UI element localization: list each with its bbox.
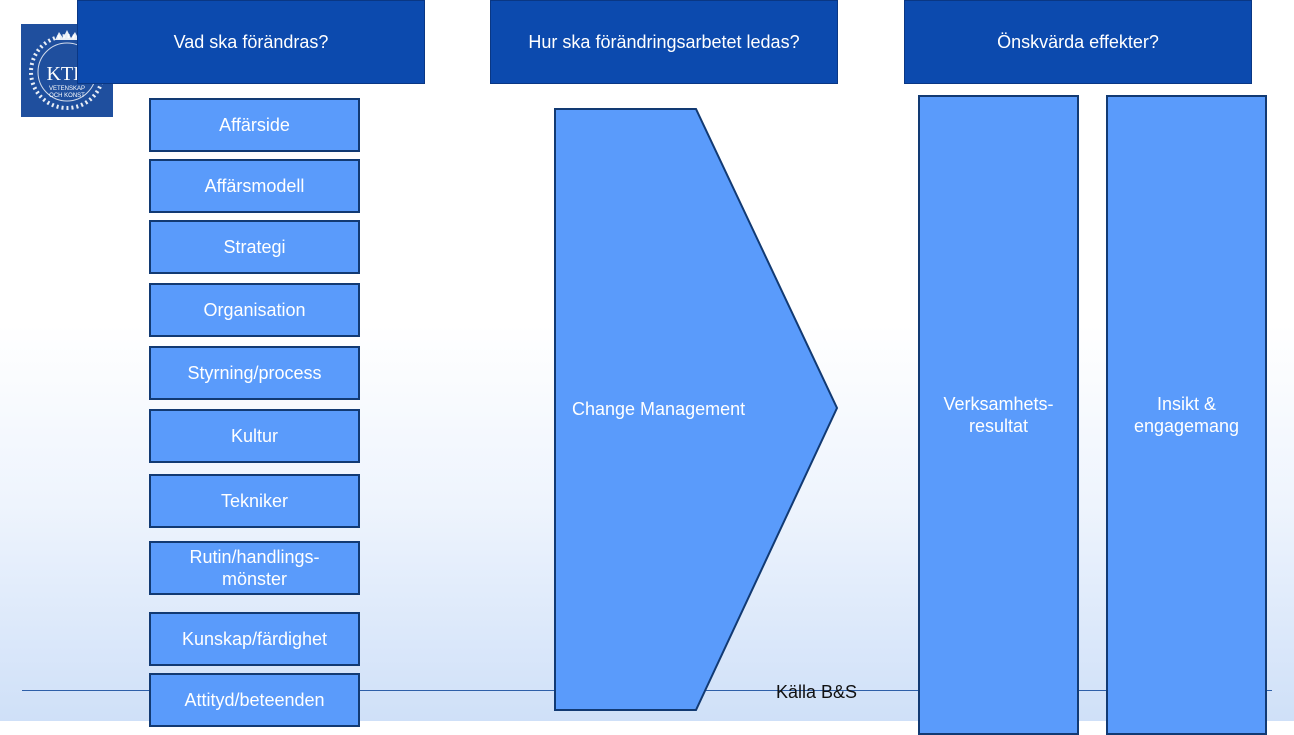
item-tekniker: Tekniker xyxy=(149,474,360,528)
item-label: Attityd/beteenden xyxy=(184,690,325,710)
item-attityd-beteenden: Attityd/beteenden xyxy=(149,673,360,727)
item-kunskap-fardighet: Kunskap/färdighet xyxy=(149,612,360,666)
item-styrning-process: Styrning/process xyxy=(149,346,360,400)
logo-subtext-1: VETENSKAP xyxy=(49,86,85,92)
item-label: Organisation xyxy=(203,300,306,320)
item-affarside: Affärside xyxy=(149,98,360,152)
item-label: Affärside xyxy=(219,115,290,135)
logo-subtext-2: OCH KONST xyxy=(49,93,85,99)
item-label: Affärsmodell xyxy=(204,176,305,196)
change-management-arrow xyxy=(554,108,839,711)
header-what-to-change: Vad ska förändras? xyxy=(77,0,425,84)
effect-label: Verksamhets- resultat xyxy=(943,394,1054,436)
item-label: Rutin/handlings- mönster xyxy=(189,547,320,589)
header-desired-effects: Önskvärda effekter? xyxy=(904,0,1252,84)
change-management-label: Change Management xyxy=(572,399,746,419)
item-strategi: Strategi xyxy=(149,220,360,274)
effect-verksamhetsresultat: Verksamhets- resultat xyxy=(918,95,1079,735)
item-label: Strategi xyxy=(223,237,286,257)
item-organisation: Organisation xyxy=(149,283,360,337)
effect-insikt-engagemang: Insikt & engagemang xyxy=(1106,95,1267,735)
item-label: Styrning/process xyxy=(187,363,322,383)
effect-label: Insikt & engagemang xyxy=(1133,394,1240,436)
item-label: Kunskap/färdighet xyxy=(181,629,328,649)
item-label: Tekniker xyxy=(220,491,289,511)
item-label: Kultur xyxy=(230,426,279,446)
header-what-to-change-label: Vad ska förändras? xyxy=(173,31,329,52)
header-how-to-lead-label: Hur ska förändringsarbetet ledas? xyxy=(528,31,800,52)
item-affarsmodell: Affärsmodell xyxy=(149,159,360,213)
header-how-to-lead: Hur ska förändringsarbetet ledas? xyxy=(490,0,838,84)
item-rutin-handlingsmonster: Rutin/handlings- mönster xyxy=(149,541,360,595)
source-label: Källa B&S xyxy=(776,682,858,702)
item-kultur: Kultur xyxy=(149,409,360,463)
header-desired-effects-label: Önskvärda effekter? xyxy=(997,31,1159,52)
